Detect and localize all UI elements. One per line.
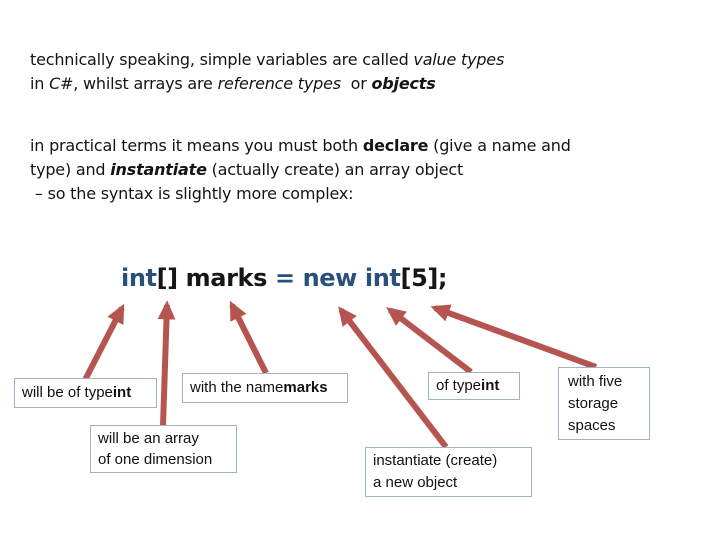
text-run: int (112, 384, 132, 401)
callout-instantiate-create: instantiate (create) a new object (365, 447, 532, 497)
text-run: value types (413, 50, 505, 69)
arrow-to-marks-icon (229, 300, 269, 375)
text-run: (actually create) an array object – so t… (34, 160, 464, 203)
text-run: instantiate (create) a new object (373, 452, 498, 491)
text-run: marks (283, 379, 328, 396)
text-run: in (30, 74, 45, 93)
text-run: int (481, 377, 500, 394)
text-run: technically speaking, simple variables a… (30, 50, 414, 69)
text-run: int (121, 264, 157, 292)
text-run: [5]; (400, 264, 448, 292)
text-run: of type (436, 377, 482, 394)
callout-with-five-storage-spaces: with five storage spaces (558, 367, 650, 440)
callout-will-be-of-type-int: will be of type int (14, 378, 157, 408)
text-run: or (340, 74, 372, 93)
arrow-to-second-int-icon (386, 307, 473, 375)
text-run: [] marks (156, 264, 275, 292)
text-run: = (274, 264, 303, 292)
text-run: , whilst arrays are (73, 74, 218, 93)
text-run: will be an array of one dimension (98, 430, 213, 468)
callout-will-be-an-array: will be an array of one dimension (90, 425, 237, 473)
text-run: in practical terms it means you must bot… (30, 136, 363, 155)
code-line-array-declaration: int[] marks = new int[5]; (121, 263, 448, 293)
text-run: with five storage spaces (568, 372, 623, 434)
callout-of-type-int: of type int (428, 372, 520, 400)
paragraph-declare-instantiate: in practical terms it means you must bot… (30, 134, 690, 206)
text-run: (give a name and type) and (30, 136, 571, 179)
arrow-to-first-int-icon (82, 303, 125, 382)
arrow-to-brackets-icon (157, 300, 176, 427)
text-run: C# (49, 74, 74, 93)
text-run: instantiate (110, 160, 207, 179)
text-run: reference types (217, 74, 341, 93)
text-run: new int (302, 264, 401, 292)
paragraph-value-types: technically speaking, simple variables a… (30, 48, 680, 96)
arrow-to-size-five-icon (430, 304, 598, 370)
text-run: objects (371, 74, 436, 93)
callout-with-the-name-marks: with the name marks (182, 373, 348, 403)
text-run: declare (362, 136, 429, 155)
text-run: will be of type (22, 384, 113, 401)
text-run: with the name (190, 379, 284, 396)
